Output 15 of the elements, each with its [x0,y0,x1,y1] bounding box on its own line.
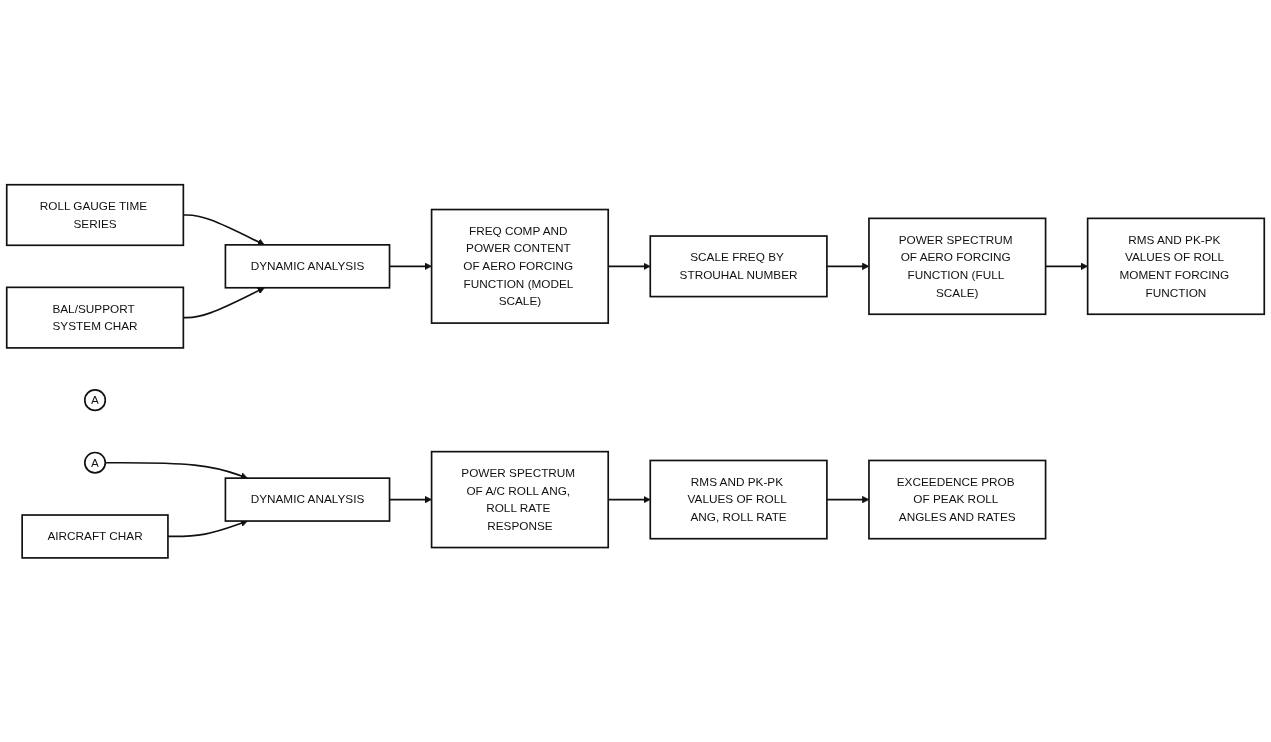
node-box: RMS AND PK-PK VALUES OF ROLL ANG, ROLL RATE [649,459,828,540]
node-box: FREQ COMP AND POWER CONTENT OF AERO FORCING FUNCTION (MODEL SCALE) [430,208,610,324]
node-box: SCALE FREQ BY STROUHAL NUMBER [649,234,828,298]
arrow [167,519,248,537]
node-box: ROLL GAUGE TIME SERIES [5,183,185,246]
node-box: BAL/SUPPORT SYSTEM CHAR [5,286,185,349]
node-circle: A [83,388,107,411]
node-box: RMS AND PK-PK VALUES OF ROLL MOMENT FORCING FUNCTION [1086,217,1266,315]
node-box: EXCEEDENCE PROB OF PEAK ROLL ANGLES AND RATES [868,459,1047,540]
node-box: AIRCRAFT CHAR [21,513,169,559]
node-box: DYNAMIC ANALYSIS [224,477,391,522]
node-circle: A [83,451,107,474]
node-box: POWER SPECTRUM OF A/C ROLL ANG, ROLL RATE RESPONSE [430,450,610,549]
node-box: DYNAMIC ANALYSIS [224,243,391,289]
node-box: POWER SPECTRUM OF AERO FORCING FUNCTION (FULL SCALE) [868,217,1047,315]
